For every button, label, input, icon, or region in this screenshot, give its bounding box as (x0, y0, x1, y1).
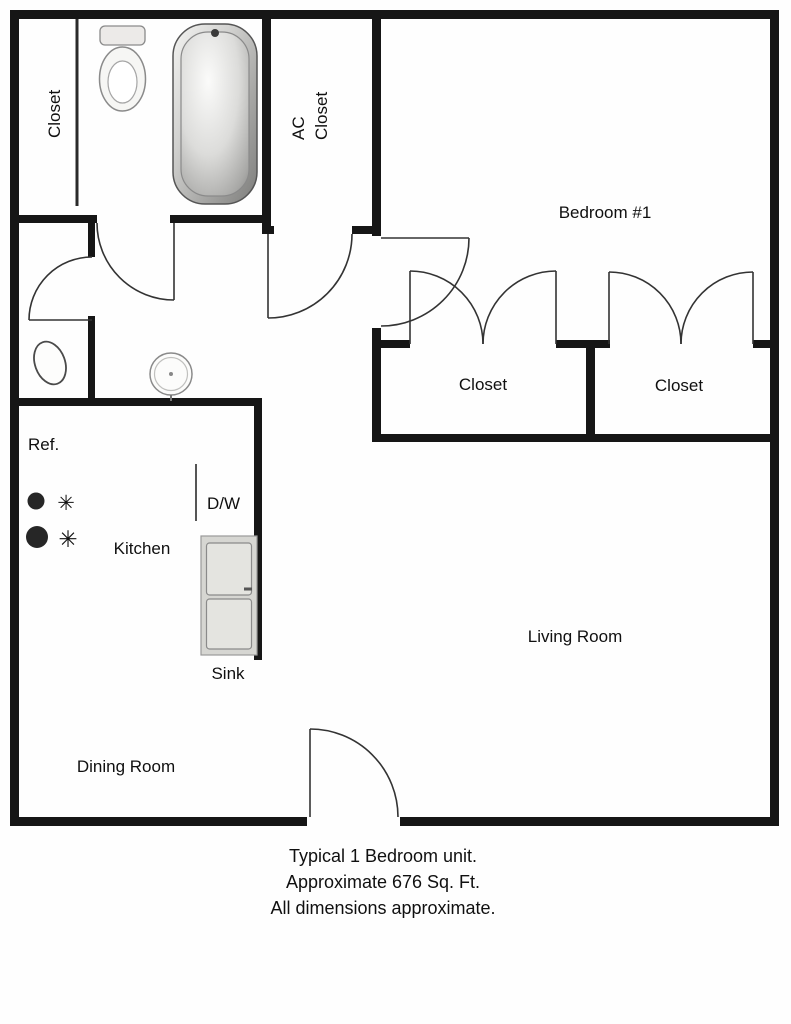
vanity-sink-icon (33, 340, 67, 386)
bedroom-door (380, 237, 470, 327)
closet-bottom-wall (372, 434, 779, 442)
doors (28, 222, 754, 818)
entry-door-arc (309, 728, 399, 818)
toilet-icon (98, 25, 147, 112)
refrigerator-label: Ref. (28, 435, 59, 454)
ac-closet-label-line1: AC (289, 116, 308, 140)
stove-burners: ✳ ✳ (26, 492, 78, 552)
outer-wall-bottom-left (10, 817, 307, 826)
dishwasher-label: D/W (207, 494, 240, 513)
burner-flame-icon-1: ✳ (57, 492, 75, 515)
bathtub-icon (172, 23, 258, 205)
outer-wall-bottom-right (400, 817, 779, 826)
closet-right-door-arc-2 (680, 271, 754, 345)
kitchen-top-wall (10, 398, 262, 406)
ac-closet-bottom-wall-right (352, 226, 381, 234)
round-sink-inner (153, 356, 189, 392)
closet-right-double-door (608, 271, 754, 345)
burner-icon-1 (27, 492, 45, 510)
round-sink-icon (149, 352, 193, 401)
caption-line-3: All dimensions approximate. (270, 898, 495, 918)
closet-left-label: Closet (459, 375, 507, 394)
bathroom-closet-label: Closet (45, 90, 64, 138)
caption: Typical 1 Bedroom unit. Approximate 676 … (270, 846, 495, 918)
toilet-tank (99, 25, 146, 46)
outer-wall-right (770, 10, 779, 826)
round-sink-drain (169, 372, 173, 376)
bathroom-door (96, 222, 175, 301)
outer-wall-left (10, 10, 19, 826)
sink-label: Sink (211, 664, 245, 683)
closet-left-door-arc-1 (409, 270, 484, 345)
bathroom-door-arc (96, 222, 175, 301)
bedroom-door-arc (380, 237, 470, 327)
vanity-room-door-arc (28, 256, 93, 321)
closet-left-door-arc-2 (482, 270, 557, 345)
closet-middle-divider-wall (586, 340, 595, 442)
ac-bedroom-divider-wall (372, 10, 381, 236)
living-room-label: Living Room (528, 627, 623, 646)
entry-door (309, 728, 399, 818)
bedroom-wall-lower-stub (372, 328, 381, 348)
closet-right-label: Closet (655, 376, 703, 395)
closet-top-wall-3 (753, 340, 779, 348)
ac-closet-door (267, 233, 353, 319)
vanity-room-door (28, 256, 93, 321)
dining-room-label: Dining Room (77, 757, 175, 776)
toilet-bowl-inner (107, 60, 138, 104)
closet-right-door-arc-1 (608, 271, 682, 345)
caption-line-1: Typical 1 Bedroom unit. (289, 846, 477, 866)
sink-basin-top (205, 542, 253, 596)
bathtub-faucet (211, 29, 219, 37)
closet-top-wall-2 (556, 340, 610, 348)
kitchen-label: Kitchen (114, 539, 171, 558)
burner-icon-2 (26, 526, 48, 548)
ac-closet-label: AC Closet (289, 92, 331, 140)
bathroom-bottom-wall-right (170, 215, 271, 223)
closet-left-double-door (409, 270, 557, 345)
outer-wall-top (10, 10, 779, 19)
bathroom-bottom-wall-left (10, 215, 97, 223)
vanity-wall-upper-stub (88, 215, 95, 257)
ac-closet-door-arc (267, 233, 353, 319)
ac-closet-bottom-wall-left (262, 226, 274, 234)
caption-line-2: Approximate 676 Sq. Ft. (286, 872, 480, 892)
burner-flame-icon-2: ✳ (58, 526, 77, 552)
vanity-wall-lower (88, 316, 95, 406)
bedroom-label: Bedroom #1 (559, 203, 652, 222)
kitchen-sink-cabinet-icon (200, 535, 258, 656)
bath-ac-divider-wall (262, 10, 271, 234)
kitchen-living-divider-wall (254, 398, 262, 660)
sink-basin-bottom (205, 598, 253, 650)
ac-closet-label-line2: Closet (312, 92, 331, 140)
walls (10, 10, 779, 826)
bathtub-basin (180, 31, 250, 197)
closet-left-wall (372, 340, 381, 442)
closet-top-wall-1 (372, 340, 410, 348)
